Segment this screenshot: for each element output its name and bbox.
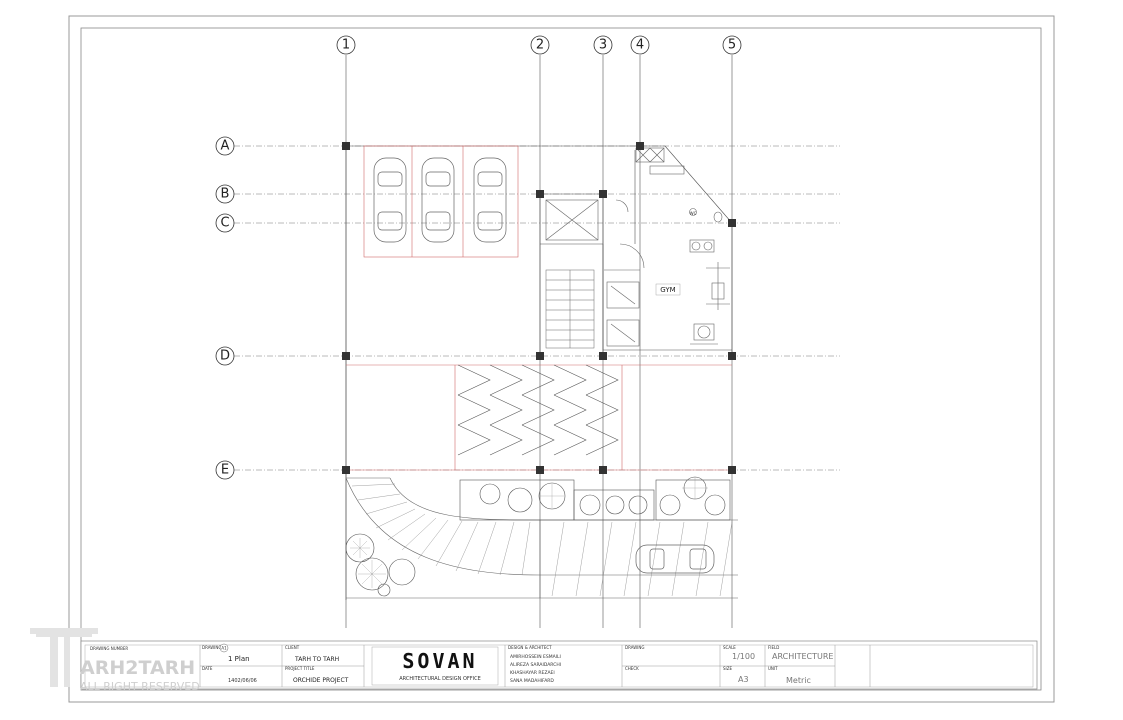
parking-stalls xyxy=(346,145,732,471)
title-block: DRAWING NUMBER DRAWING A1 1 Plan DATE 14… xyxy=(80,640,1038,690)
car-3 xyxy=(473,157,507,243)
drawing-number-label: DRAWING NUMBER xyxy=(90,646,128,651)
drawing-field-label: DRAWING xyxy=(625,645,644,650)
ramp-stripes xyxy=(351,483,733,597)
grid-bubble-col-3: 3 xyxy=(593,35,613,55)
watermark-brand: ARH2TARH xyxy=(80,657,195,679)
svg-text:3: 3 xyxy=(599,38,607,53)
drawing-label: DRAWING xyxy=(202,645,221,650)
grid-bubble-col-4: 4 xyxy=(630,35,650,55)
grid-bubble-row-b: B xyxy=(215,184,235,204)
watermark-rights: ALL RIGHT RESERVED xyxy=(80,680,200,693)
svg-text:2: 2 xyxy=(536,38,544,53)
ramp-car xyxy=(635,544,715,574)
row-bubbles: A B C D E xyxy=(215,136,235,480)
gym-sign xyxy=(655,283,681,296)
car-1 xyxy=(373,157,407,243)
svg-text:1: 1 xyxy=(342,38,350,53)
svg-text:D: D xyxy=(220,349,230,364)
unit-label: UNIT xyxy=(768,666,778,671)
grid-bubble-col-1: 1 xyxy=(336,35,356,55)
scale-label: SCALE xyxy=(723,645,736,650)
team-label: DESIGN & ARCHITECT xyxy=(508,645,552,650)
drawing-title: 1 Plan xyxy=(228,655,250,663)
wc-label: WC xyxy=(690,211,697,216)
check-label: CHECK xyxy=(625,666,639,671)
scale-value: 1/100 xyxy=(732,652,755,661)
treadmill-2 xyxy=(606,319,640,347)
grid-bubble-row-e: E xyxy=(215,460,235,480)
svg-text:B: B xyxy=(221,187,230,202)
project-title: ORCHIDE PROJECT xyxy=(293,677,349,684)
project-title-label: PROJECT TITLE xyxy=(285,666,315,671)
car-2 xyxy=(421,157,455,243)
svg-text:A: A xyxy=(221,139,230,154)
grid-lines-vertical xyxy=(345,55,733,628)
size-label: SIZE xyxy=(723,666,732,671)
grid-bubble-row-c: C xyxy=(215,213,235,233)
field-label: FIELD xyxy=(768,645,779,650)
team-member-2: ALIREZA SARAIDARCHI xyxy=(510,662,561,668)
grid-bubble-col-2: 2 xyxy=(530,35,550,55)
inner-border xyxy=(80,27,1042,691)
ramp-chevrons xyxy=(457,364,619,456)
size-value: A3 xyxy=(738,675,749,684)
svg-text:C: C xyxy=(220,216,229,231)
revision-mark: A1 xyxy=(221,646,227,651)
team-member-4: SANA MADAHIFARD xyxy=(510,678,554,684)
elevator-shaft xyxy=(545,199,599,241)
team-member-3: KHASHAYAR REZAEI xyxy=(510,670,555,676)
landscape-planters xyxy=(345,476,731,597)
grid-bubble-row-a: A xyxy=(215,136,235,156)
revision-bubble xyxy=(219,643,229,653)
office-subtitle: ARCHITECTURAL DESIGN OFFICE xyxy=(399,676,481,682)
field-value: ARCHITECTURE xyxy=(772,652,833,661)
office-logo: SOVAN xyxy=(402,649,477,673)
svg-text:E: E xyxy=(221,463,229,478)
grid-bubble-col-5: 5 xyxy=(722,35,742,55)
date-label: DATE xyxy=(202,666,213,671)
watermark: ARH2TARH ALL RIGHT RESERVED xyxy=(30,628,200,693)
outer-border xyxy=(68,15,1055,703)
staircase xyxy=(545,269,595,349)
gym-room: GYM WC xyxy=(604,147,730,347)
unit-value: Metric xyxy=(786,676,811,685)
svg-text:4: 4 xyxy=(636,38,644,53)
client-name: TARH TO TARH xyxy=(294,656,339,663)
parked-cars xyxy=(373,157,507,243)
svg-text:5: 5 xyxy=(728,38,736,53)
column-bubbles: 1 2 3 4 5 xyxy=(336,35,742,55)
team-member-1: AMIRHOSSEIN ESMAILI xyxy=(510,654,561,660)
grid-bubble-row-d: D xyxy=(215,346,235,366)
structural-columns xyxy=(342,142,736,474)
gym-label: GYM xyxy=(660,286,675,294)
client-label: CLIENT xyxy=(285,645,300,650)
treadmill-1 xyxy=(606,281,640,309)
drawing-date: 1402/06/06 xyxy=(228,678,257,684)
tree-radial-marks xyxy=(350,477,708,588)
